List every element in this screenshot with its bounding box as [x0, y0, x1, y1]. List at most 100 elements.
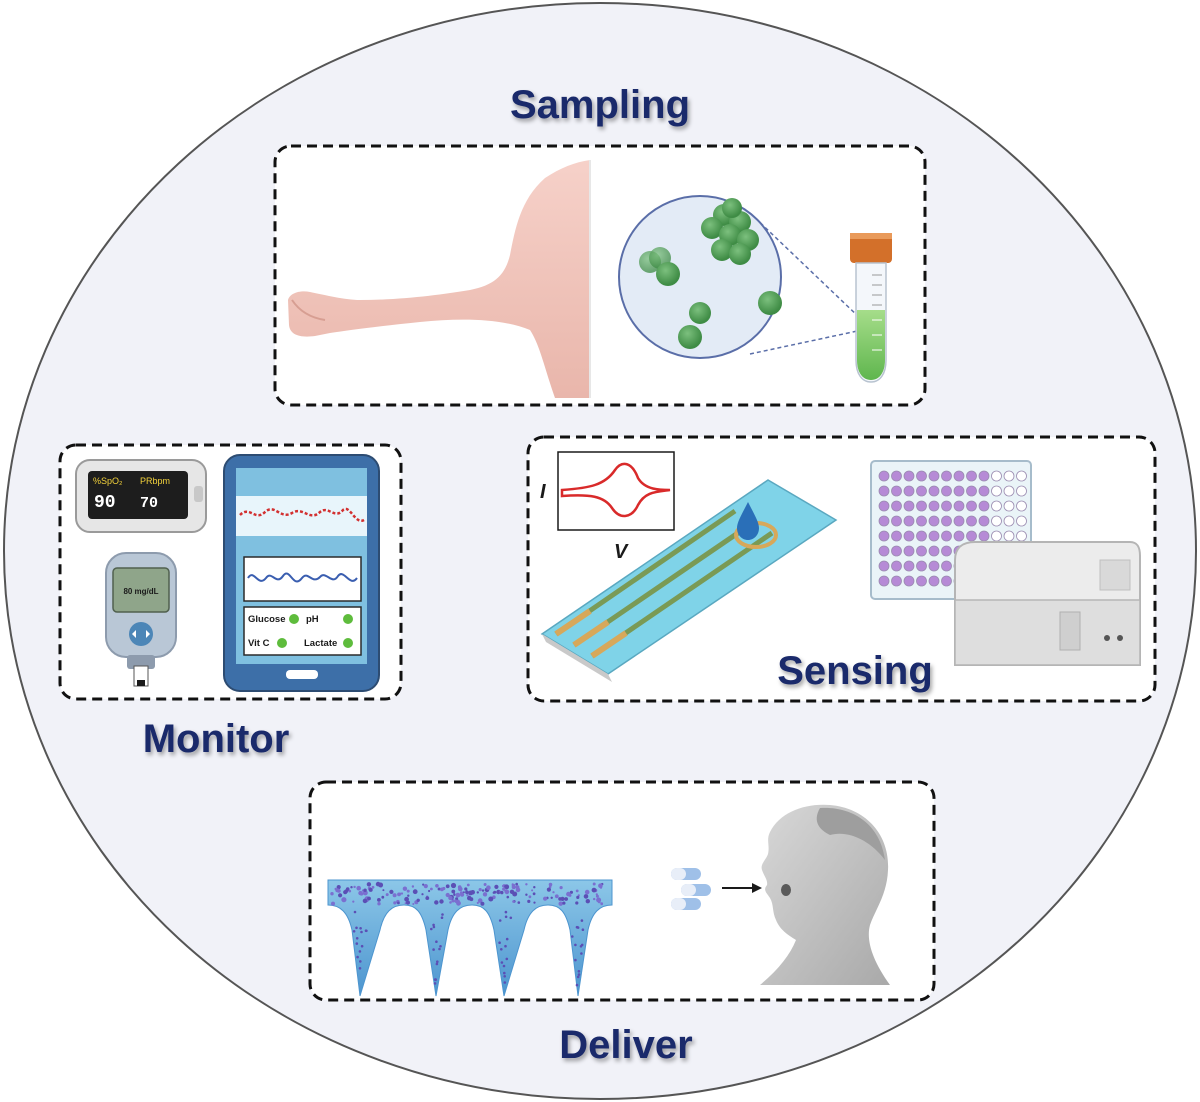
plate-well [903, 530, 915, 542]
checklist-ph-label: pH [306, 614, 319, 625]
microneedle-particle [533, 886, 536, 889]
plate-well [978, 470, 990, 482]
microneedle-particle [338, 893, 343, 898]
microneedle-particle [355, 926, 358, 930]
plate-well [966, 500, 977, 512]
microneedle-particle [477, 898, 483, 903]
microneedle-particle [352, 900, 355, 903]
plate-well [916, 530, 927, 542]
plate-well [891, 485, 902, 497]
sample-tube [850, 233, 892, 383]
microneedle-particle [381, 895, 385, 899]
cv-axis-y-label: I [540, 481, 546, 503]
microneedle-particle [353, 910, 357, 914]
microneedle-particle [599, 886, 603, 889]
plate-well [1003, 500, 1015, 512]
plate-well [891, 470, 902, 482]
microneedle-particle [375, 881, 381, 887]
microneedle-particle [360, 944, 364, 948]
plate-well [953, 500, 965, 512]
microneedle-particle [562, 901, 566, 905]
microneedle-particle [404, 896, 409, 902]
microneedle-particle [576, 975, 580, 979]
microneedle-particle [564, 897, 568, 901]
microneedle-particle [358, 967, 362, 970]
ph-check-icon [343, 614, 353, 624]
cyclic-voltammogram: I V [540, 451, 675, 563]
arrow-right-icon [722, 883, 762, 893]
microneedle-particle [423, 884, 428, 889]
plate-well [891, 530, 902, 542]
microneedle-particle [377, 902, 381, 906]
plate-well [1016, 530, 1027, 542]
microneedle-particle [571, 935, 574, 938]
microneedle-particle [358, 950, 362, 953]
microneedle-particle [438, 947, 441, 951]
arm-illustration [288, 160, 591, 398]
microneedle-particle [511, 883, 514, 886]
plate-well [991, 470, 1002, 482]
microneedle-particle [385, 893, 389, 897]
plate-well [991, 500, 1002, 512]
microneedle-patch [327, 879, 613, 997]
microneedle-particle [600, 902, 604, 906]
microneedle-particle [498, 941, 501, 944]
microneedle-particle [436, 960, 439, 963]
microneedle-particle [580, 919, 584, 922]
sampling-section [273, 144, 927, 407]
microneedle-particle [336, 885, 341, 890]
plate-well [916, 575, 927, 587]
microneedle-particle [527, 899, 531, 904]
microneedle-particle [566, 891, 571, 897]
microneedle-particle [554, 894, 559, 899]
microneedle-particle [428, 889, 431, 893]
plate-well [878, 470, 890, 482]
microneedle-particle [476, 901, 479, 905]
microneedle-particle [476, 891, 479, 894]
microneedle-particle [462, 891, 465, 894]
microneedle-particle [350, 886, 353, 889]
plate-well [953, 515, 965, 527]
plate-well [916, 545, 927, 557]
plate-well [916, 485, 927, 497]
microneedle-particle [331, 901, 335, 906]
microneedle-particle [550, 896, 553, 899]
microneedle-particle [506, 895, 510, 899]
microneedle-particle [353, 885, 356, 889]
microneedle-particle [362, 898, 368, 904]
microneedle-particle [498, 919, 502, 922]
plate-well [953, 470, 965, 482]
microneedle-particles [330, 881, 604, 987]
plate-well [916, 515, 927, 527]
microneedle-particle [585, 899, 590, 904]
plate-well [928, 500, 940, 512]
microneedle-particle [439, 899, 444, 904]
microneedle-particle [466, 894, 469, 897]
microneedle-particle [470, 890, 476, 895]
microneedle-particle [453, 894, 456, 896]
plate-well [928, 485, 940, 497]
microneedle-particle [440, 916, 444, 919]
plate-well [991, 530, 1002, 542]
plate-well [928, 560, 940, 572]
microneedle-particle [500, 890, 504, 895]
microneedle-particle [503, 981, 507, 984]
microneedle-particle [504, 884, 510, 890]
microneedle-particle [560, 896, 565, 902]
microneedle-particle [450, 882, 457, 889]
microneedle-particle [480, 901, 485, 906]
cv-curve [560, 462, 671, 518]
microneedle-particle [356, 955, 359, 959]
plate-well [1016, 485, 1027, 497]
microneedle-particle [441, 913, 444, 916]
deliver-section [308, 780, 936, 1002]
plate-well [941, 470, 952, 482]
microneedle-particle [455, 897, 459, 901]
microneedle-particle [336, 889, 341, 893]
tablet-trend-line [247, 572, 358, 583]
microneedle-particle [449, 901, 452, 904]
microneedle-particle [546, 887, 552, 892]
plate-well [903, 515, 915, 527]
microneedle-particle [348, 889, 352, 893]
